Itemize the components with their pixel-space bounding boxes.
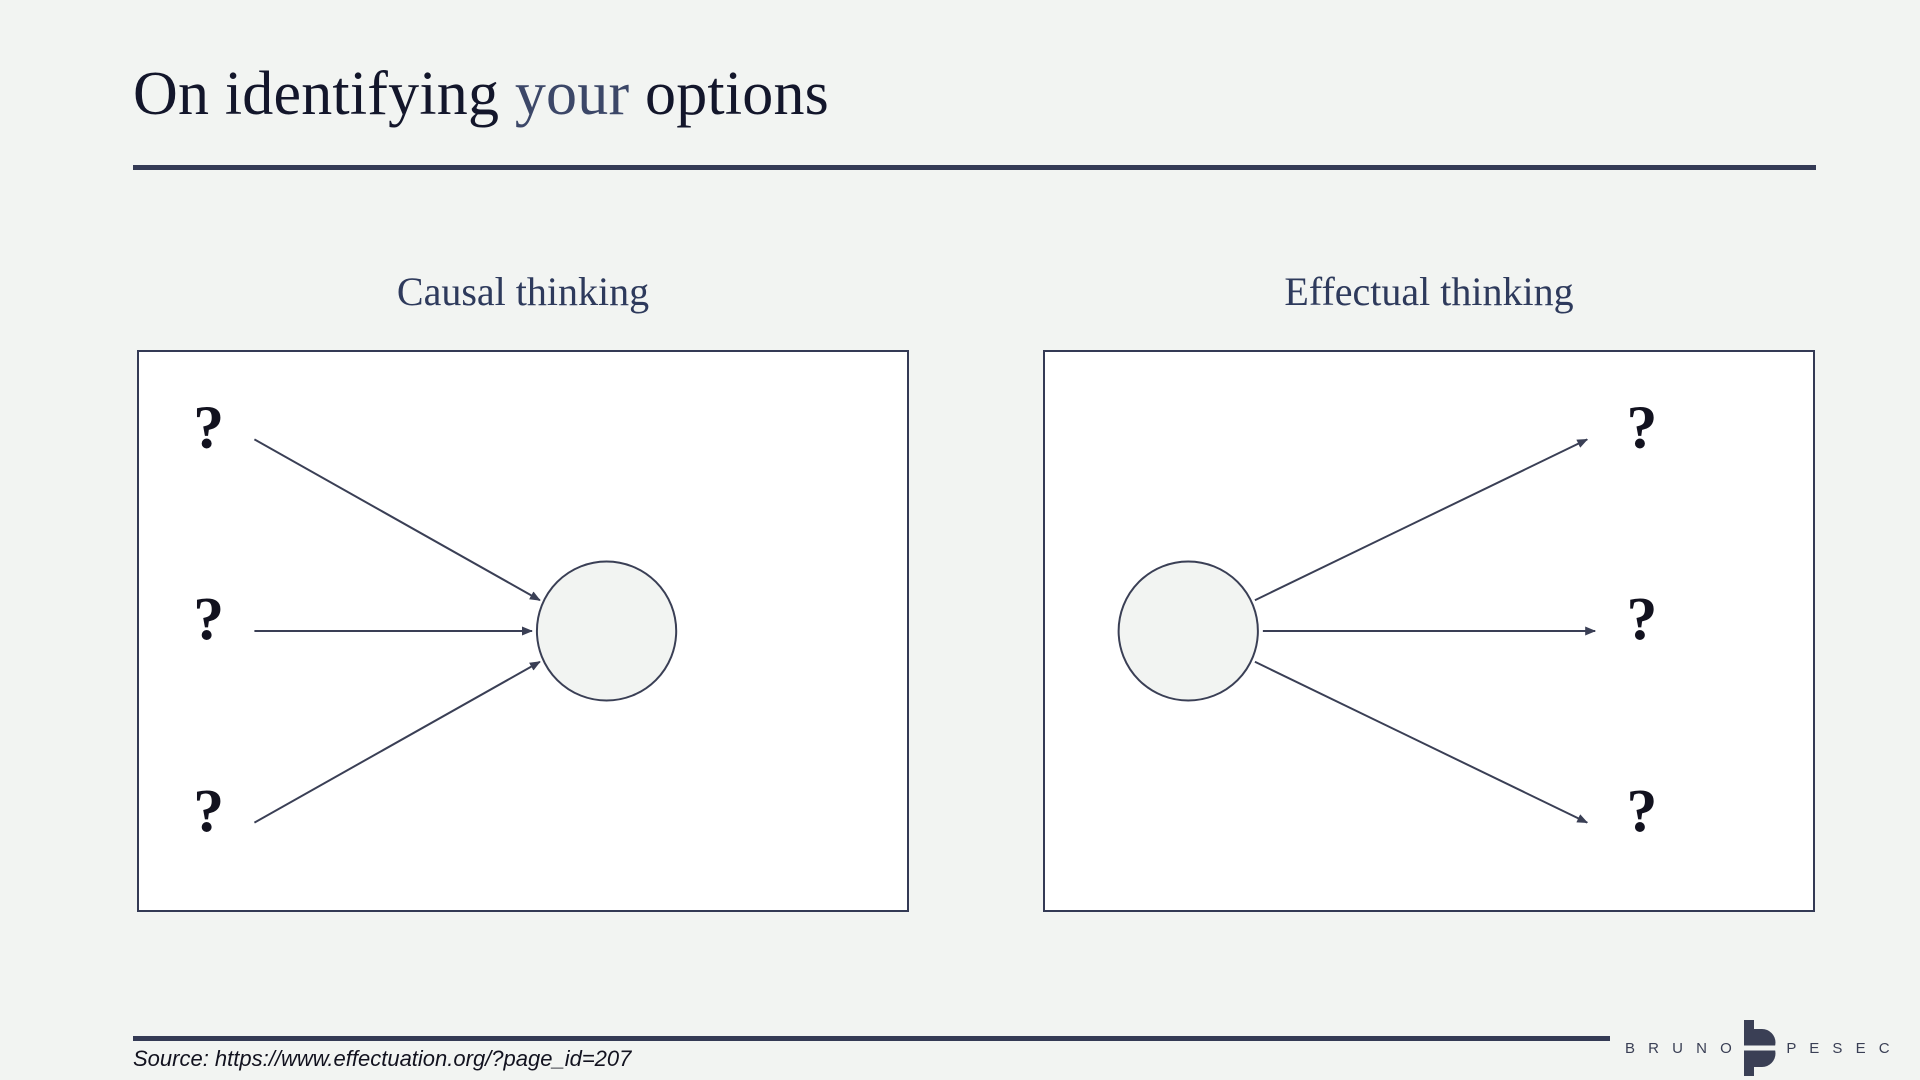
edge-hub-to-node1 bbox=[1254, 438, 1589, 602]
node-question-1: ? bbox=[1626, 394, 1657, 462]
panel-heading-effectual: Effectual thinking bbox=[1284, 269, 1574, 314]
causal-diagram-svg: ? ? ? bbox=[193, 394, 678, 845]
edge-node3-to-hub bbox=[253, 660, 541, 824]
node-question-2: ? bbox=[1626, 585, 1657, 653]
node-question-3: ? bbox=[193, 777, 224, 845]
node-question-2: ? bbox=[193, 585, 224, 653]
logo-last-name: P E S E C bbox=[1786, 1039, 1895, 1057]
footer-divider bbox=[133, 1036, 1610, 1041]
source-citation: Source: https://www.effectuation.org/?pa… bbox=[133, 1046, 632, 1071]
page-title-accent: your bbox=[514, 60, 630, 128]
page-title-after: options bbox=[629, 60, 829, 128]
effectual-diagram-svg: ? ? ? bbox=[1117, 394, 1657, 845]
bp-monogram-icon bbox=[1738, 1020, 1785, 1076]
edge-node1-to-hub bbox=[253, 438, 541, 602]
node-question-1: ? bbox=[193, 394, 224, 462]
panel-heading-causal: Causal thinking bbox=[396, 269, 650, 314]
title-divider bbox=[133, 165, 1816, 170]
diagram-panel-causal: ? ? ? bbox=[137, 350, 909, 912]
edge-hub-to-node3 bbox=[1254, 660, 1589, 824]
brand-logo: B R U N O P E S E C bbox=[1625, 1018, 1894, 1078]
hub-circle bbox=[535, 560, 678, 702]
page-title-before: On identifying bbox=[133, 60, 515, 128]
node-question-3: ? bbox=[1626, 777, 1657, 845]
hub-circle bbox=[1117, 560, 1259, 702]
logo-first-name: B R U N O bbox=[1625, 1039, 1737, 1057]
page-title: On identifying your options bbox=[133, 60, 1816, 128]
title-block: On identifying your options bbox=[133, 60, 1816, 128]
diagram-panel-effectual: ? ? ? bbox=[1043, 350, 1815, 912]
